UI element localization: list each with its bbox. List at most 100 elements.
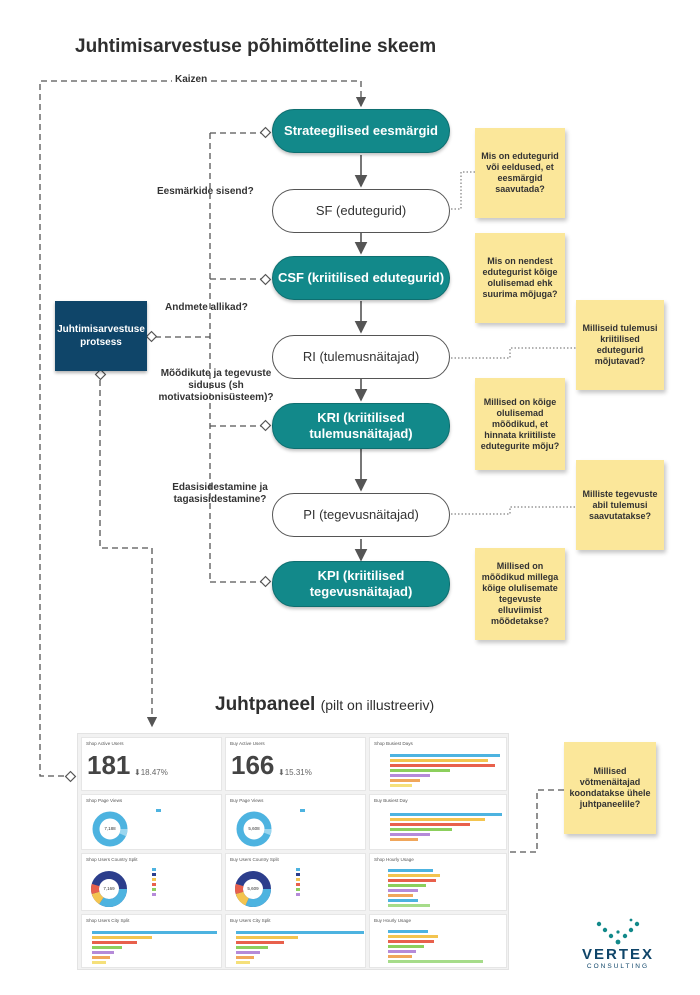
dashboard-link — [510, 789, 564, 853]
bar — [390, 784, 412, 788]
bar-panel-buy-city: Buy Users City Split — [225, 914, 366, 968]
legend-swatch — [296, 868, 300, 871]
kpi-value: 166 — [231, 750, 275, 780]
bar — [388, 960, 483, 964]
bar-panel-buy-hourly: Buy Hourly Usage — [369, 914, 507, 968]
dashboard-illustration: Shop Active Users 181 ⬇18.47% Buy Active… — [77, 733, 509, 970]
node-kpi: KPI (kriitilised tegevusnäitajad) — [272, 561, 450, 607]
logo-name: VERTEX — [581, 946, 654, 963]
sticky-note-kri: Millised on kõige olulisemad mõõdikud, e… — [475, 378, 565, 470]
legend-swatch — [296, 878, 300, 881]
bar — [236, 941, 284, 945]
bar — [92, 961, 106, 965]
panel-title: Buy Hourly Usage — [374, 918, 412, 923]
label-kaizen: Kaizen — [172, 74, 211, 86]
donut-chart — [236, 811, 272, 847]
sticky-text: Milliste tegevuste abil tulemusi saavuta… — [582, 488, 658, 521]
bar — [388, 930, 428, 934]
legend-swatch — [152, 868, 156, 871]
bar — [92, 951, 114, 955]
bar — [388, 894, 413, 898]
panel-title: Buy Page Views — [230, 798, 264, 803]
kpi-panel-buy: Buy Active Users 166 ⬇15.31% — [225, 737, 366, 791]
bar — [388, 884, 426, 888]
sticky-text: Mis on edutegurid või eeldused, et eesmä… — [481, 151, 559, 194]
bar-panel-shop-city: Shop Users City Split — [81, 914, 222, 968]
bar — [92, 956, 110, 960]
donut-panel-buy-country: Buy Users Country Split 5,609 — [225, 853, 366, 911]
bar-panel-buy-busiest-day: Buy Busiest Day — [369, 794, 507, 850]
node-csf: CSF (kriitilised edutegurid) — [272, 256, 450, 300]
panel-title: Shop Users Country Split — [86, 857, 138, 862]
bar — [236, 946, 268, 950]
bar — [388, 945, 424, 949]
node-kri: KRI (kriitilised tulemusnäitajad) — [272, 403, 450, 449]
node-pi: PI (tegevusnäitajad) — [272, 493, 450, 537]
node-ri: RI (tulemusnäitajad) — [272, 335, 450, 379]
donut-center-value: 7,188 — [104, 826, 116, 831]
page-title: Juhtimisarvestuse põhimõtteline skeem — [75, 36, 437, 57]
bar — [388, 889, 418, 893]
bar-panel-shop-busiest-days: Shop Busiest Days — [369, 737, 507, 791]
bar — [388, 950, 416, 954]
kpi-delta-value: 15.31% — [284, 768, 312, 777]
bar — [388, 904, 430, 908]
bar — [390, 833, 430, 837]
node-label: Strateegilised eesmärgid — [284, 123, 438, 138]
kpi-delta-value: 18.47% — [140, 768, 168, 777]
legend-swatch — [156, 809, 161, 812]
sticky-text: Millised võtmenäitajad koondatakse ühele… — [569, 766, 651, 809]
legend-swatch — [296, 888, 300, 891]
kpi-panel-shop: Shop Active Users 181 ⬇18.47% — [81, 737, 222, 791]
bar — [388, 869, 433, 873]
node-label: CSF (kriitilised edutegurid) — [277, 270, 445, 285]
kaizen-loop — [39, 80, 367, 777]
bar — [390, 759, 488, 763]
logo-mark-icon — [596, 918, 640, 945]
node-label: RI (tulemusnäitajad) — [302, 349, 420, 364]
dashboard-heading: Juhtpaneel (pilt on illustreeriv) — [215, 694, 434, 716]
diamond-ends — [64, 126, 272, 783]
process-box: Juhtimisarvestuse protsess — [55, 301, 147, 371]
logo-tagline: CONSULTING — [586, 963, 650, 970]
panel-title: Shop Hourly Usage — [374, 857, 414, 862]
legend-swatch — [152, 883, 156, 886]
bar — [390, 828, 452, 832]
legend-swatch — [152, 893, 156, 896]
panel-title: Buy Active Users — [230, 741, 265, 746]
donut-panel-shop-country: Shop Users Country Split 7,169 — [81, 853, 222, 911]
legend-swatch — [152, 888, 156, 891]
donut-chart — [91, 871, 127, 907]
bar — [390, 838, 418, 842]
bar — [92, 941, 137, 945]
bar — [390, 813, 502, 817]
bar — [92, 936, 152, 940]
donut-center-value: 5,608 — [248, 826, 260, 831]
label-goals-input: Eesmärkide sisend? — [157, 186, 254, 197]
bar — [236, 956, 254, 960]
legend-swatch — [152, 873, 156, 876]
legend-swatch — [296, 893, 300, 896]
legend-swatch — [300, 809, 305, 812]
bar — [92, 931, 217, 935]
legend-swatch — [152, 878, 156, 881]
process-links — [99, 132, 262, 728]
bar — [236, 931, 364, 935]
node-strategic-goals: Strateegilised eesmärgid — [272, 109, 450, 153]
donut-panel-shop-page-views: Shop Page Views 7,188 — [81, 794, 222, 850]
bar — [388, 874, 440, 878]
node-label: KPI (kriitilised tegevusnäitajad) — [309, 568, 413, 599]
donut-chart — [235, 871, 271, 907]
panel-title: Shop Page Views — [86, 798, 123, 803]
node-label: PI (tegevusnäitajad) — [303, 507, 419, 522]
bar — [388, 940, 434, 944]
donut-center-value: 5,609 — [247, 886, 259, 891]
bar — [236, 961, 250, 965]
sticky-text: Millised on kõige olulisemad mõõdikud, e… — [480, 396, 560, 451]
sticky-note-sf: Mis on edutegurid või eeldused, et eesmä… — [475, 128, 565, 218]
panel-title: Buy Users City Split — [230, 918, 271, 923]
bar — [92, 946, 122, 950]
legend-swatch — [296, 873, 300, 876]
kpi-delta: ⬇18.47% — [134, 768, 168, 777]
